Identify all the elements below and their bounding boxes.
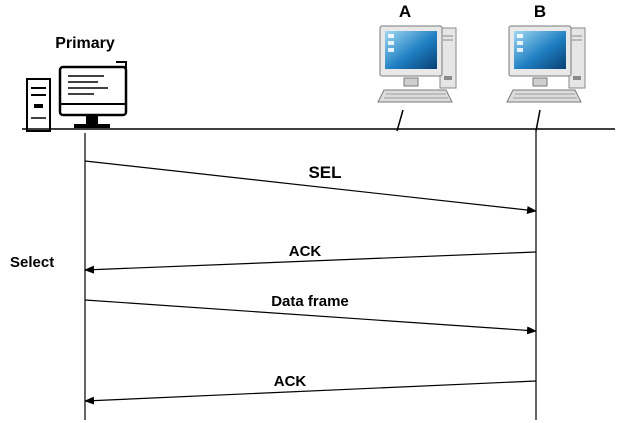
message-sel: SEL xyxy=(84,160,537,214)
station-a-connector xyxy=(396,109,404,132)
data-frame-label: Data frame xyxy=(271,293,349,310)
message-ack-1: ACK xyxy=(84,243,537,274)
station-b-connector xyxy=(535,109,541,132)
sel-arrow xyxy=(84,160,537,214)
message-data-frame: Data frame xyxy=(84,293,537,335)
select-label: Select xyxy=(10,254,54,271)
station-a-computer-icon xyxy=(377,25,457,103)
station-b-label: B xyxy=(534,2,546,21)
ack-1-label: ACK xyxy=(289,243,322,260)
primary-computer-icon xyxy=(26,61,128,132)
primary-label: Primary xyxy=(55,35,115,52)
data-frame-arrow xyxy=(84,299,537,335)
sel-label: SEL xyxy=(308,163,341,182)
message-ack-2: ACK xyxy=(84,373,537,405)
ack-1-arrow xyxy=(84,251,537,274)
station-b-computer-icon xyxy=(506,25,586,103)
ack-2-arrow xyxy=(84,380,537,405)
station-a-label: A xyxy=(399,2,411,21)
ack-2-label: ACK xyxy=(274,373,307,390)
